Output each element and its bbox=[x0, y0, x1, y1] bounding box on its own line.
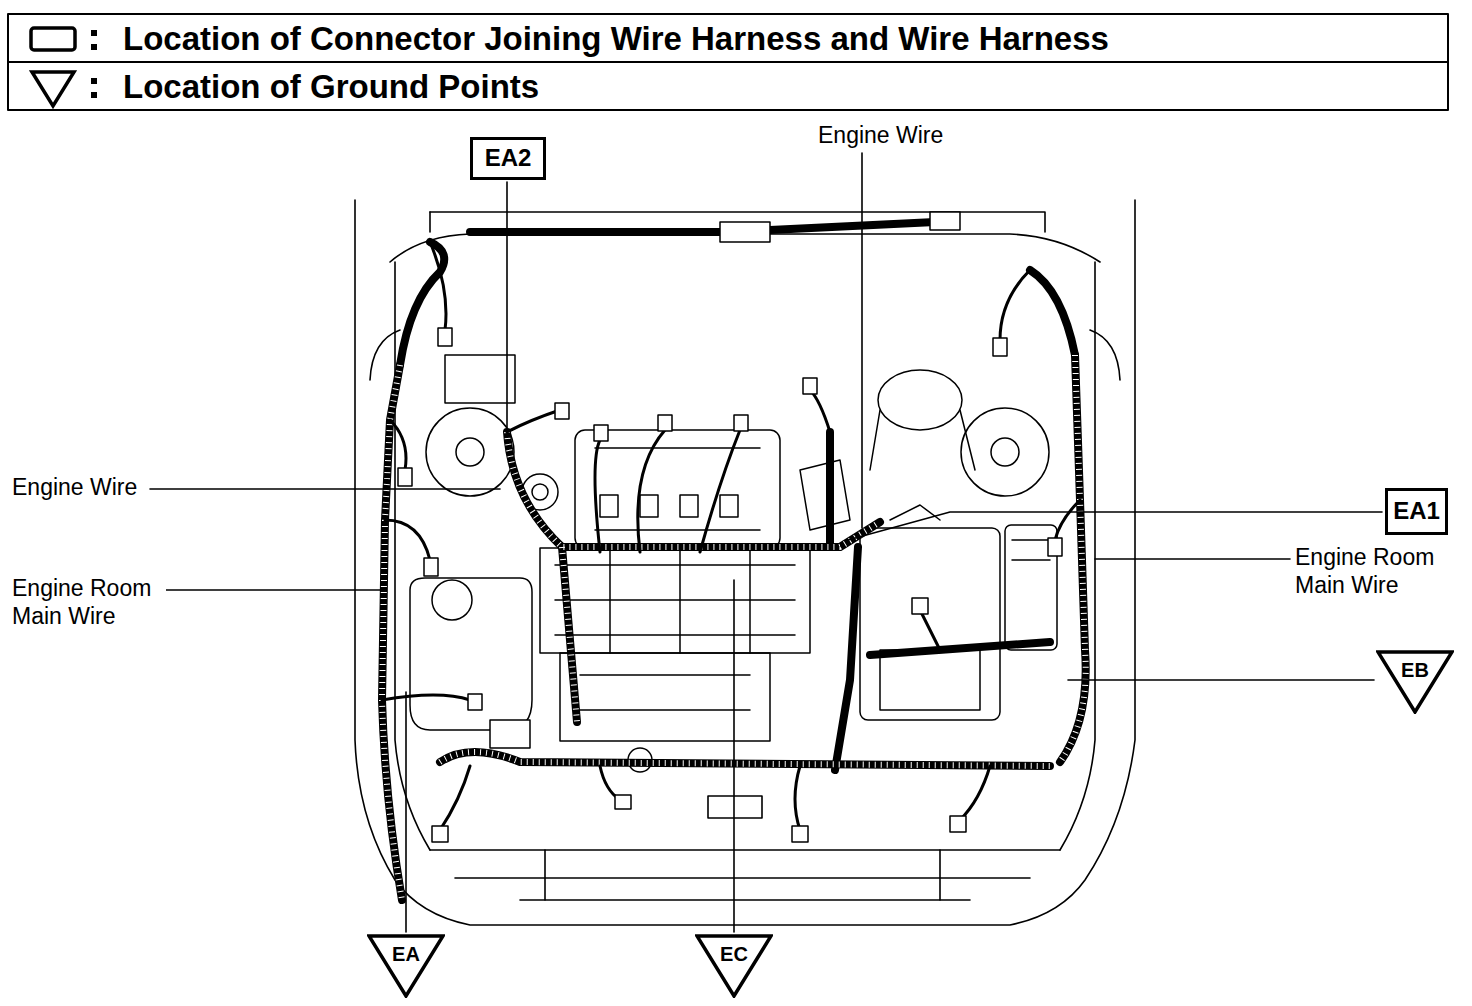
legend-text: Location of Ground Points bbox=[123, 64, 539, 110]
header-frame bbox=[8, 14, 1448, 110]
car-body bbox=[355, 200, 1135, 925]
connector-symbol bbox=[26, 16, 82, 62]
ground-point-marker: EB bbox=[1376, 650, 1454, 714]
engine-components bbox=[445, 355, 1057, 720]
colon-dot bbox=[91, 92, 97, 98]
legend-row: Location of Ground Points bbox=[26, 64, 1426, 110]
harness-name: Engine Wire bbox=[816, 122, 945, 150]
ground-symbol bbox=[26, 64, 82, 110]
harness-name: Engine Room Main Wire bbox=[10, 575, 166, 630]
legend-text: Location of Connector Joining Wire Harne… bbox=[123, 16, 1109, 62]
washer-tank bbox=[410, 578, 532, 730]
legend-row: Location of Connector Joining Wire Harne… bbox=[26, 16, 1426, 62]
connector-code: EC bbox=[695, 943, 773, 965]
connector-code: EA1 bbox=[1393, 498, 1440, 524]
connector-code: EA2 bbox=[485, 145, 532, 171]
engine bbox=[522, 430, 850, 772]
leader-line bbox=[150, 153, 1382, 932]
harness-name: Engine Room Main Wire bbox=[1293, 544, 1449, 599]
harness-name: Engine Wire bbox=[10, 474, 139, 502]
branch-wire bbox=[382, 242, 1080, 830]
connector-code: EB bbox=[1376, 659, 1454, 681]
connector-code: EA bbox=[367, 943, 445, 965]
header-divider bbox=[8, 61, 1448, 63]
ground-point-marker: EC bbox=[695, 934, 773, 998]
wire-connector bbox=[398, 328, 1062, 842]
colon-dot bbox=[91, 78, 97, 84]
connector-code-box: EA2 bbox=[470, 137, 546, 180]
colon-dot bbox=[91, 44, 97, 50]
colon-dot bbox=[91, 30, 97, 36]
ground-point-marker: EA bbox=[367, 934, 445, 998]
connector-code-box: EA1 bbox=[1385, 488, 1448, 535]
